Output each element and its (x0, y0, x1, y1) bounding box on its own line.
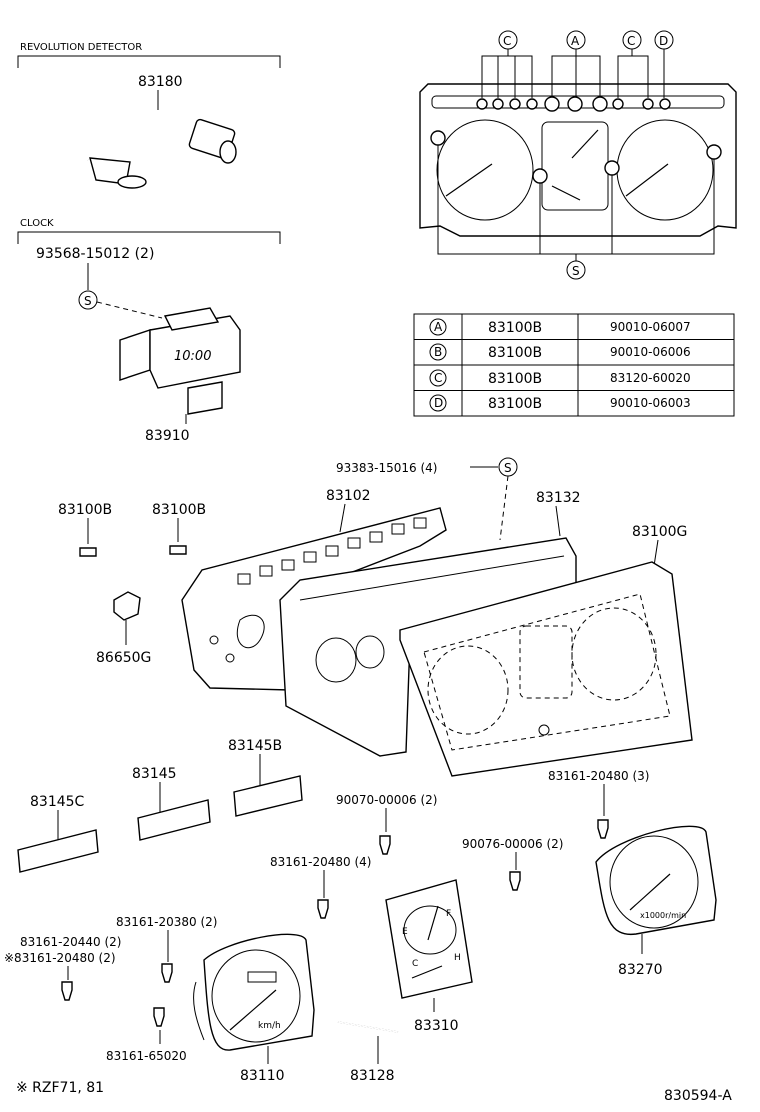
socket-86650g (113, 591, 141, 621)
svg-text:F: F (446, 909, 451, 919)
shaft-83128 (337, 1021, 399, 1033)
speedometer-83110: km/h (193, 933, 315, 1051)
part-83161-65020-label: 83161-65020 (106, 1049, 187, 1063)
svg-text:S: S (572, 264, 580, 278)
bulb-socket-left (79, 547, 97, 557)
svg-text:90010-06006: 90010-06006 (610, 345, 691, 359)
footnote: ※ RZF71, 81 (16, 1080, 104, 1096)
svg-text:C: C (434, 371, 442, 385)
diagram-code: 830594-A (664, 1088, 732, 1104)
svg-text:83100B: 83100B (488, 396, 542, 412)
svg-text:D: D (659, 34, 668, 48)
legend-row: A 83100B 90010-06007 (429, 318, 691, 336)
clock-part: 10:00 (119, 307, 241, 415)
part-90070-00006-label: 90070-00006 (2) (336, 793, 438, 807)
part-83910-label: 83910 (145, 428, 190, 444)
svg-text:90010-06007: 90010-06007 (610, 320, 691, 334)
callout-c-right: C (622, 30, 642, 50)
part-83145b-label: 83145B (228, 738, 282, 754)
svg-text:83100B: 83100B (488, 345, 542, 361)
svg-text:S: S (84, 294, 92, 308)
clock-display: 10:00 (174, 349, 211, 364)
svg-text:C: C (627, 34, 635, 48)
part-83161-20480-x-label: ※83161-20480 (2) (4, 951, 116, 965)
part-83161-20480-4-label: 83161-20480 (4) (270, 855, 372, 869)
legend-row: B 83100B 90010-06006 (429, 343, 691, 361)
part-83132-label: 83132 (536, 490, 581, 506)
svg-text:H: H (454, 953, 461, 963)
screw-83161-20380 (161, 963, 173, 983)
screw-90070 (379, 835, 391, 855)
svg-text:83100B: 83100B (488, 371, 542, 387)
lens-83145b (233, 775, 303, 817)
lens-83145c (17, 829, 99, 873)
clock-bracket (17, 231, 281, 244)
revolution-detector-heading: REVOLUTION DETECTOR (20, 42, 142, 53)
screw-83161-20480-a (597, 819, 609, 839)
callout-d: D (654, 30, 674, 50)
part-93568-15012-label: 93568-15012 (2) (36, 246, 154, 262)
part-83145-label: 83145 (132, 766, 177, 782)
legend-row: C 83100B 83120-60020 (429, 369, 691, 387)
lens-83145 (137, 799, 211, 841)
svg-text:C: C (412, 959, 418, 969)
callout-s-assembly: S (498, 457, 518, 477)
svg-text:S: S (504, 461, 512, 475)
clock-heading: CLOCK (20, 218, 54, 229)
part-83161-20440-label: 83161-20440 (2) (20, 935, 122, 949)
part-83310-label: 83310 (414, 1018, 459, 1034)
svg-text:A: A (434, 320, 443, 334)
part-83128-label: 83128 (350, 1068, 395, 1084)
part-83100b-left-label: 83100B (58, 502, 112, 518)
svg-text:km/h: km/h (258, 1021, 281, 1031)
callout-c-left: C (498, 30, 518, 50)
svg-text:83100B: 83100B (488, 320, 542, 336)
svg-text:B: B (434, 345, 442, 359)
revolution-detector-bracket (17, 55, 281, 68)
svg-text:C: C (503, 34, 511, 48)
revolution-detector-part (79, 114, 237, 189)
callout-a: A (566, 30, 586, 50)
part-86650g-label: 86650G (96, 650, 151, 666)
tachometer-83270: x1000r/min (595, 825, 717, 936)
part-93383-15016-label: 93383-15016 (4) (336, 461, 438, 475)
callout-s-meter: S (566, 260, 586, 280)
part-83270-label: 83270 (618, 962, 663, 978)
legend-row: D 83100B 90010-06003 (429, 394, 691, 412)
svg-text:A: A (571, 34, 580, 48)
screw-90076 (509, 871, 521, 891)
part-90076-00006-label: 90076-00006 (2) (462, 837, 564, 851)
part-83180-label: 83180 (138, 74, 183, 90)
part-83100g-label: 83100G (632, 524, 687, 540)
screw-83161-20480-b (317, 899, 329, 919)
callout-s-clock: S (78, 290, 98, 310)
part-83102-label: 83102 (326, 488, 371, 504)
part-83161-20480-3-label: 83161-20480 (3) (548, 769, 650, 783)
meter-bulbs (430, 96, 722, 184)
svg-text:D: D (434, 396, 443, 410)
svg-text:90010-06003: 90010-06003 (610, 396, 691, 410)
part-83110-label: 83110 (240, 1068, 285, 1084)
part-83145c-label: 83145C (30, 794, 85, 810)
legend-table: A 83100B 90010-06007 B 83100B 90010-0600… (413, 313, 735, 417)
bulb-socket-right (169, 545, 187, 555)
svg-text:E: E (402, 927, 408, 937)
svg-text:83120-60020: 83120-60020 (610, 371, 691, 385)
part-83161-20380-label: 83161-20380 (2) (116, 915, 218, 929)
meter-glass-83100g (399, 561, 693, 777)
svg-text:x1000r/min: x1000r/min (640, 911, 686, 920)
screw-83161-20440 (61, 981, 73, 1001)
printed-circuit-83102 (181, 507, 447, 691)
part-83100b-right-label: 83100B (152, 502, 206, 518)
screw-83161-65020 (153, 1007, 165, 1027)
fuel-temp-gauge-83310: E F C H (385, 879, 473, 999)
